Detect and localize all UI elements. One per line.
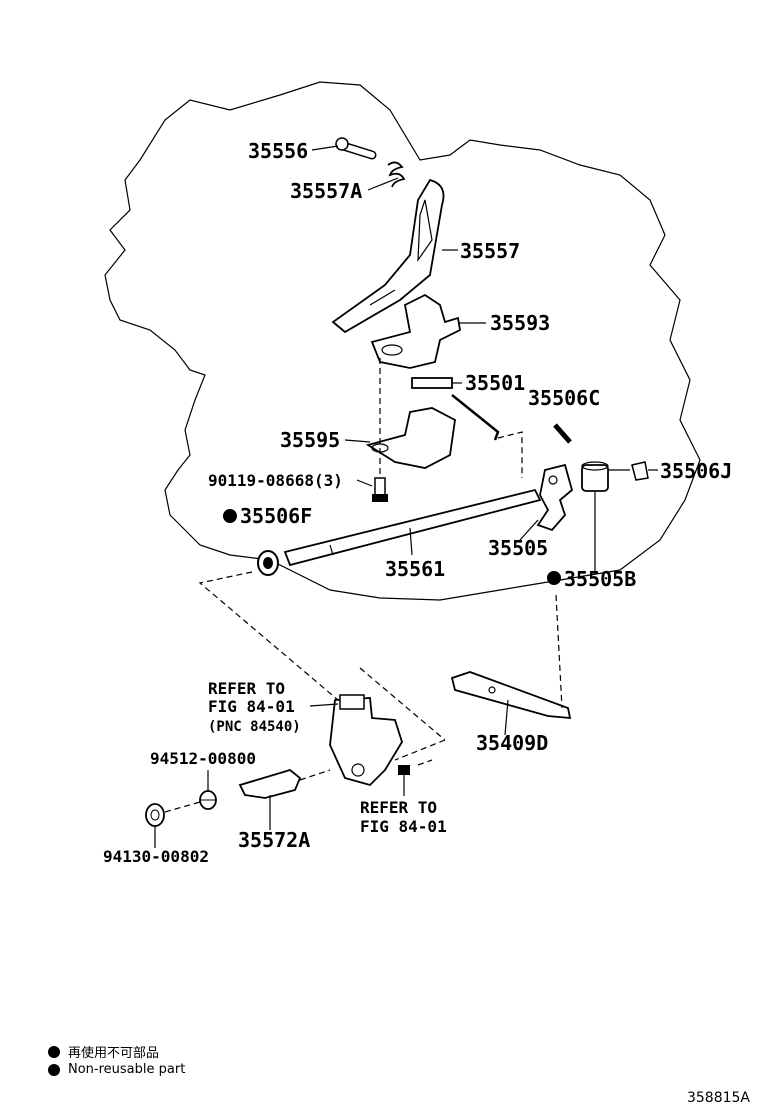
refer-note-1-line2: FIG 84-01	[208, 697, 295, 716]
clip-35506J	[631, 461, 649, 481]
label-35506J: 35506J	[660, 459, 732, 483]
refer-note-1-line1: REFER TO	[208, 679, 285, 698]
label-94130: 94130-00802	[103, 847, 209, 866]
link-35409D	[450, 671, 572, 720]
figure-id: 358815A	[686, 1090, 750, 1106]
label-35506F: 35506F	[240, 504, 312, 528]
legend-en-text: Non-reusable part	[68, 1062, 186, 1077]
lever-35557	[331, 178, 445, 334]
legend-dot-icon	[48, 1063, 60, 1076]
non-reusable-marker-35505B	[547, 571, 561, 585]
assembly-guide-lines	[164, 358, 563, 813]
seal-35506F	[257, 550, 279, 576]
lever-35505	[536, 463, 574, 532]
nut-94130	[145, 803, 165, 827]
label-35557A: 35557A	[290, 179, 362, 203]
refer-note-2-line2: FIG 84-01	[360, 817, 447, 836]
transmission-case-outline	[104, 81, 701, 601]
collar-35505B	[581, 461, 609, 492]
bolt-35556	[335, 137, 377, 160]
label-90119: 90119-08668(3)	[208, 471, 343, 490]
pin-35506C	[553, 423, 572, 444]
refer-note-2-line1: REFER TO	[360, 798, 437, 817]
legend-jp-text: 再使用不可部品	[68, 1046, 160, 1061]
label-35506C: 35506C	[528, 386, 600, 410]
spring-35557A	[387, 161, 406, 188]
label-35593: 35593	[490, 311, 550, 335]
label-35505: 35505	[488, 536, 548, 560]
label-35572A: 35572A	[238, 828, 310, 852]
label-35501: 35501	[465, 371, 525, 395]
label-35409D: 35409D	[476, 731, 548, 755]
arm-35572A	[238, 769, 302, 799]
label-35505B: 35505B	[564, 567, 636, 591]
legend-dot-icon	[48, 1045, 60, 1058]
label-35595: 35595	[280, 428, 340, 452]
label-35561: 35561	[385, 557, 445, 581]
non-reusable-marker-35506F	[223, 509, 237, 523]
washer-94512	[199, 790, 217, 810]
shaft-35561	[283, 488, 542, 567]
refer-note-1-line3: (PNC 84540)	[208, 719, 301, 735]
bracket-35593	[370, 293, 461, 369]
switch-bolt	[398, 765, 410, 775]
legend-jp: 再使用不可部品	[48, 1042, 159, 1061]
legend-en: Non-reusable part	[48, 1062, 185, 1077]
label-35556: 35556	[248, 139, 308, 163]
bracket-35595	[365, 407, 456, 469]
label-35557: 35557	[460, 239, 520, 263]
leader-lines	[154, 145, 658, 848]
neutral-start-switch	[329, 694, 403, 787]
bolt-90119	[372, 477, 388, 502]
label-94512: 94512-00800	[150, 749, 256, 768]
